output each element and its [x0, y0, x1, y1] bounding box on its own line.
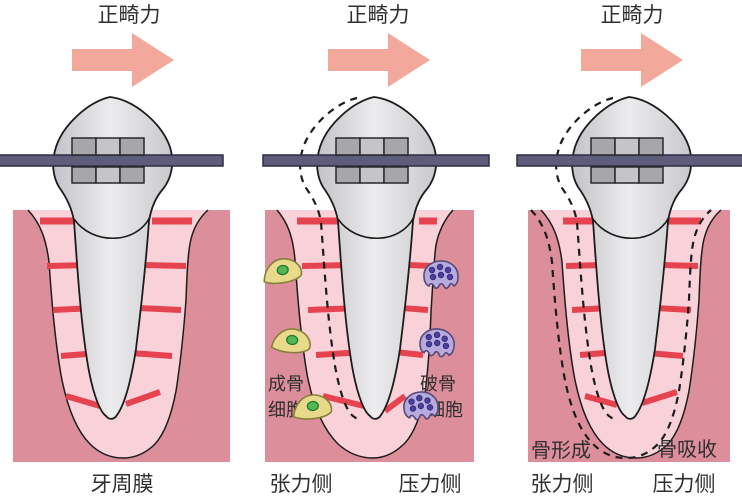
force-arrow-icon — [328, 33, 430, 87]
periodontal-fibers — [563, 217, 701, 408]
force-arrow-icon — [72, 33, 174, 87]
archwire — [516, 154, 742, 167]
osteoclast-cell — [423, 260, 459, 290]
archwire — [262, 154, 490, 167]
panel-periodontal-membrane: 正畸力 牙周膜 — [0, 3, 230, 496]
force-label: 正畸力 — [601, 3, 664, 27]
archwire — [0, 154, 224, 167]
force-arrow-icon — [581, 33, 683, 87]
osteoclast-label-line1: 破骨 — [420, 374, 456, 395]
panel-caption: 牙周膜 — [91, 472, 154, 496]
caption-pressure-side: 压力侧 — [399, 472, 462, 496]
force-label: 正畸力 — [347, 3, 410, 27]
bone-formation-label: 骨形成 — [531, 438, 591, 462]
caption-pressure-side: 压力侧 — [653, 472, 716, 496]
caption-tension-side: 张力侧 — [531, 472, 594, 496]
force-label: 正畸力 — [98, 3, 161, 27]
panel-bone-remodeling: 正畸力 骨形成 骨吸收 张力侧 压力侧 — [516, 3, 742, 496]
osteoblast-label-line1: 成骨 — [268, 374, 304, 395]
panel-cell-response: 正畸力 成骨 细胞 破骨 细胞 — [260, 3, 490, 496]
caption-tension-side: 张力侧 — [270, 472, 333, 496]
bone-resorption-label: 骨吸收 — [657, 437, 717, 461]
